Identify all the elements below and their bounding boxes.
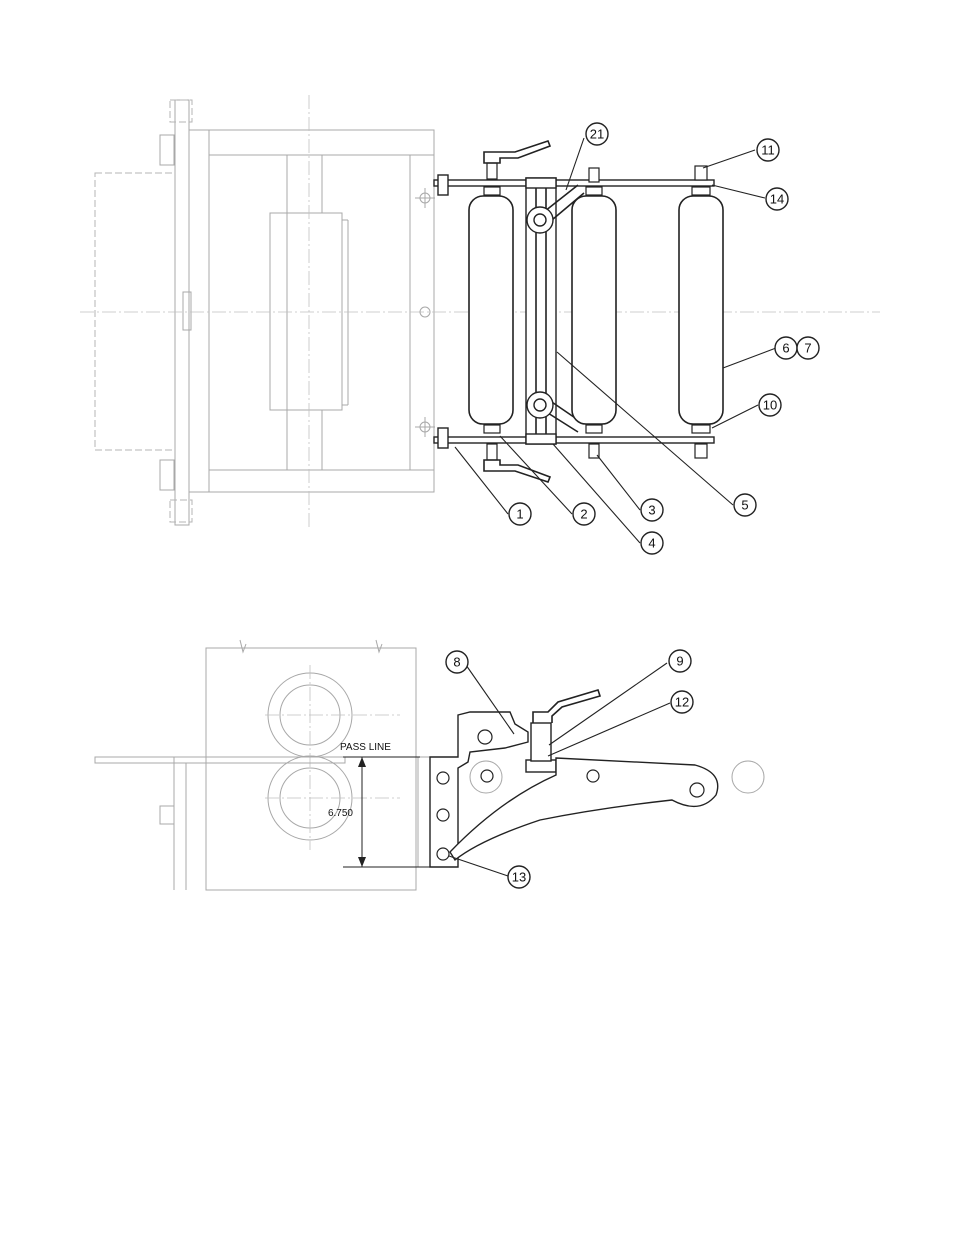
- balloon-11: 11: [757, 139, 779, 161]
- balloon-3: 3: [641, 499, 663, 521]
- balloon-7: 7: [797, 337, 819, 359]
- svg-text:2: 2: [580, 507, 587, 522]
- side-view-arm: [430, 690, 718, 867]
- balloon-13: 13: [508, 866, 530, 888]
- svg-text:13: 13: [512, 870, 526, 885]
- balloon-9: 9: [669, 650, 691, 672]
- svg-text:8: 8: [453, 655, 460, 670]
- dimension-label: 6.750: [328, 808, 353, 819]
- svg-text:1: 1: [516, 507, 523, 522]
- svg-text:4: 4: [648, 536, 655, 551]
- balloon-6: 6: [775, 337, 797, 359]
- svg-text:7: 7: [804, 341, 811, 356]
- svg-text:5: 5: [741, 498, 748, 513]
- balloon-8: 8: [446, 651, 468, 673]
- balloon-21: 21: [586, 123, 608, 145]
- balloon-2: 2: [573, 503, 595, 525]
- balloon-4: 4: [641, 532, 663, 554]
- svg-text:21: 21: [590, 127, 604, 142]
- pass-line-dimension: PASS LINE 6.750: [328, 742, 430, 867]
- top-view-roller-assembly: [434, 141, 723, 482]
- balloon-14: 14: [766, 188, 788, 210]
- balloon-5: 5: [734, 494, 756, 516]
- svg-text:14: 14: [770, 192, 784, 207]
- svg-text:3: 3: [648, 503, 655, 518]
- pass-line-label: PASS LINE: [340, 742, 391, 753]
- svg-text:11: 11: [761, 143, 775, 158]
- svg-text:10: 10: [763, 398, 777, 413]
- balloon-12: 12: [671, 691, 693, 713]
- svg-text:9: 9: [676, 654, 683, 669]
- svg-text:12: 12: [675, 695, 689, 710]
- balloon-10: 10: [759, 394, 781, 416]
- svg-text:6: 6: [782, 341, 789, 356]
- balloon-1: 1: [509, 503, 531, 525]
